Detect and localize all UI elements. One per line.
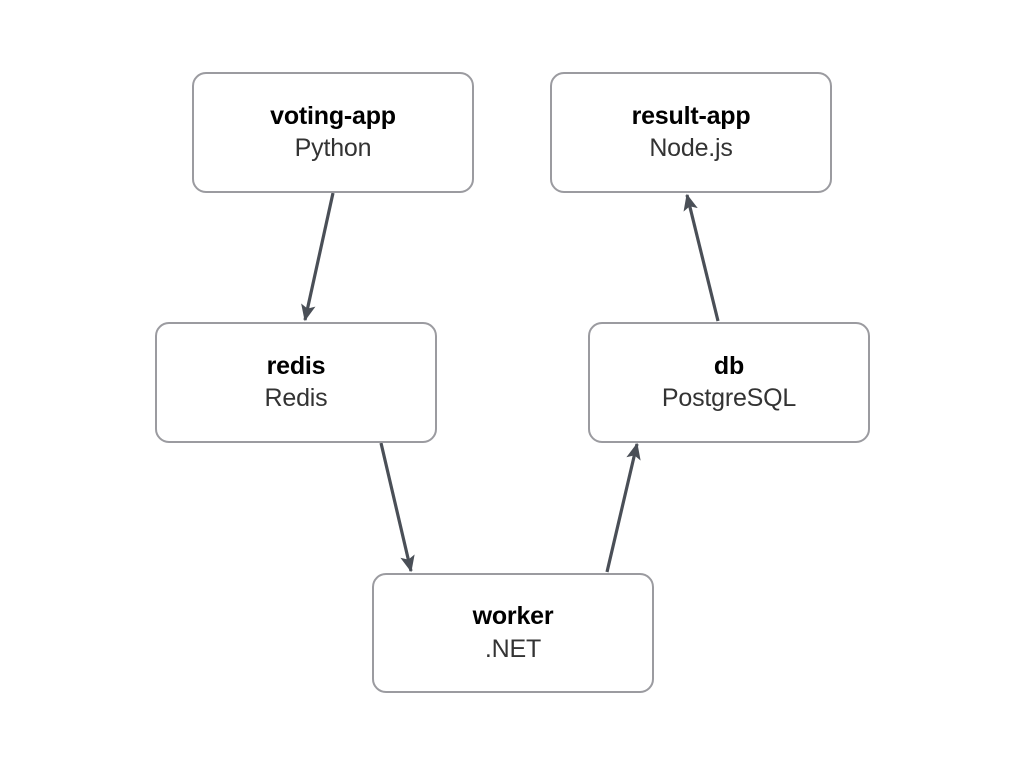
node-subtitle: .NET — [484, 634, 542, 663]
edge-worker-to-db — [605, 442, 641, 573]
node-subtitle: Node.js — [649, 134, 733, 162]
node-title: worker — [472, 602, 554, 630]
edge-voting-app-to-redis — [301, 192, 335, 322]
node-title: db — [713, 351, 745, 380]
node-result-app[interactable]: result-app Node.js — [550, 72, 832, 193]
node-title: result-app — [631, 101, 751, 130]
edge-db-to-result-app — [683, 193, 720, 322]
node-worker[interactable]: worker .NET — [372, 573, 654, 693]
node-title: redis — [266, 351, 326, 380]
edge-redis-to-worker — [379, 442, 415, 573]
node-voting-app[interactable]: voting-app Python — [192, 72, 474, 193]
node-title: voting-app — [270, 101, 396, 130]
node-subtitle: PostgreSQL — [661, 384, 797, 412]
node-db[interactable]: db PostgreSQL — [588, 322, 870, 443]
node-subtitle: Redis — [264, 384, 328, 412]
node-subtitle: Python — [294, 134, 372, 162]
node-redis[interactable]: redis Redis — [155, 322, 437, 443]
